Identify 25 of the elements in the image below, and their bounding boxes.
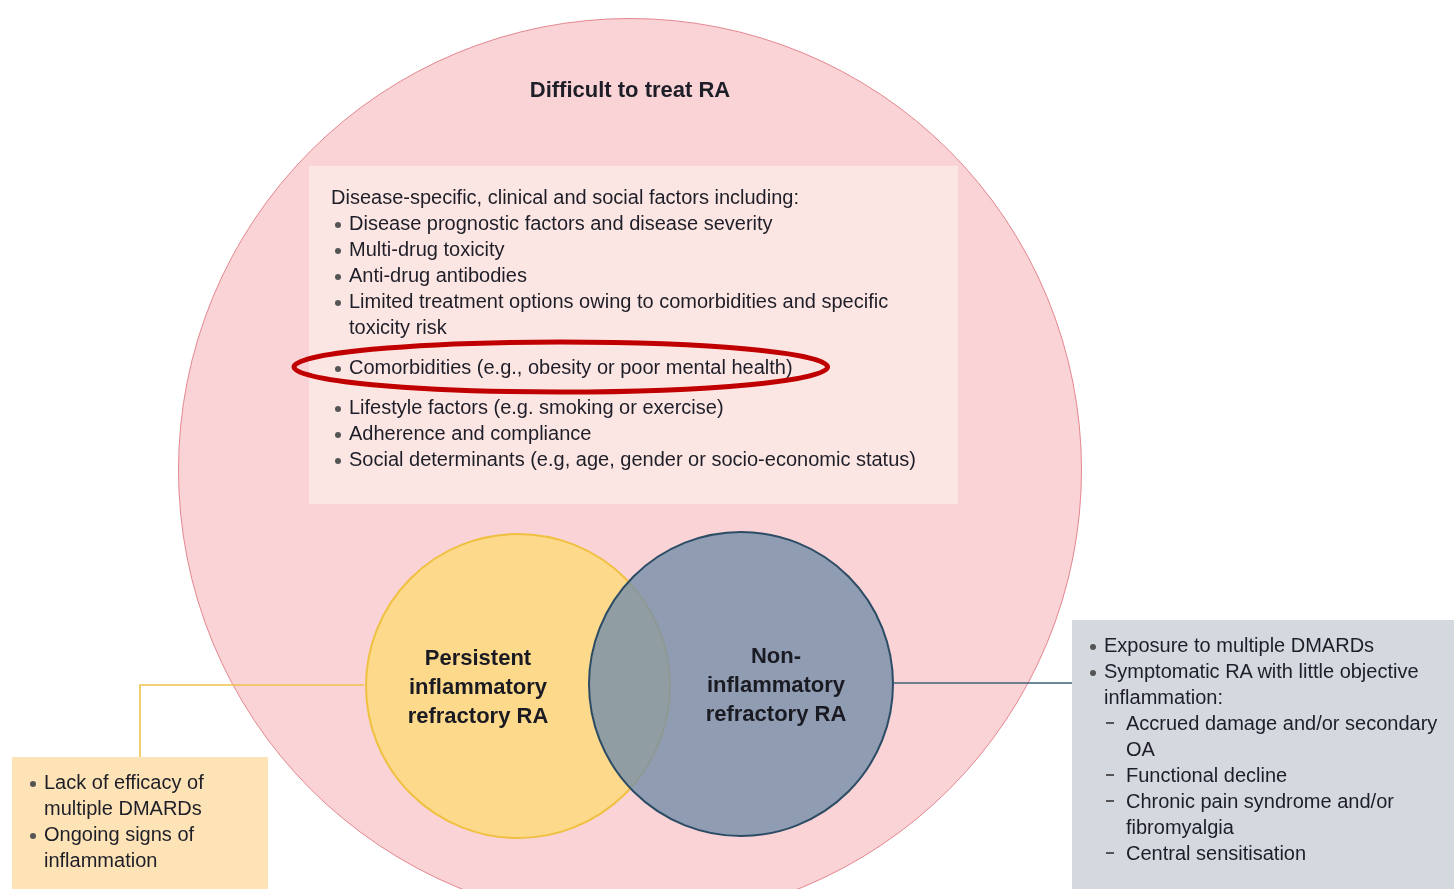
- factors-panel: [309, 166, 958, 504]
- sub-list-item: Central sensitisation: [1086, 840, 1444, 866]
- bullet-item: Anti-drug antibodies: [331, 262, 940, 288]
- circle-label: Non-inflammatory refractory RA: [704, 641, 848, 728]
- bullet-item: Exposure to multiple DMARDs: [1086, 632, 1444, 658]
- bullet-item: Comorbidities (e.g., obesity or poor mental health): [331, 354, 940, 380]
- bullet-item: Symptomatic RA with little objective inflammation:: [1086, 658, 1444, 710]
- sub-list-item: Chronic pain syndrome and/or fibromyalgia: [1086, 788, 1444, 840]
- connector-line: [139, 684, 365, 758]
- circle-title: Difficult to treat RA: [528, 77, 732, 103]
- sub-list-item: Accrued damage and/or secondary OA: [1086, 710, 1444, 762]
- bullet-item: Lack of efficacy of multiple DMARDs: [26, 769, 258, 821]
- bullet-item: Multi-drug toxicity: [331, 236, 940, 262]
- bullet-item: Lifestyle factors (e.g. smoking or exercise): [331, 394, 940, 420]
- bullet-item: Adherence and compliance: [331, 420, 940, 446]
- circle-label: Persistent inflammatory refractory RA: [406, 643, 550, 730]
- sub-list-item: Functional decline: [1086, 762, 1444, 788]
- bullet-item: Social determinants (e.g, age, gender or socio-economic status): [331, 446, 940, 472]
- criteria-box: [12, 757, 268, 889]
- bullet-item: Disease prognostic factors and disease severity: [331, 210, 940, 236]
- bullet-item: Limited treatment options owing to comorbidities and specific toxicity risk: [331, 288, 940, 340]
- criteria-box: [1072, 620, 1454, 889]
- connector-line: [892, 682, 1073, 684]
- heading-text: Disease-specific, clinical and social factors including:: [331, 185, 800, 210]
- bullet-item: Ongoing signs of inflammation: [26, 821, 258, 873]
